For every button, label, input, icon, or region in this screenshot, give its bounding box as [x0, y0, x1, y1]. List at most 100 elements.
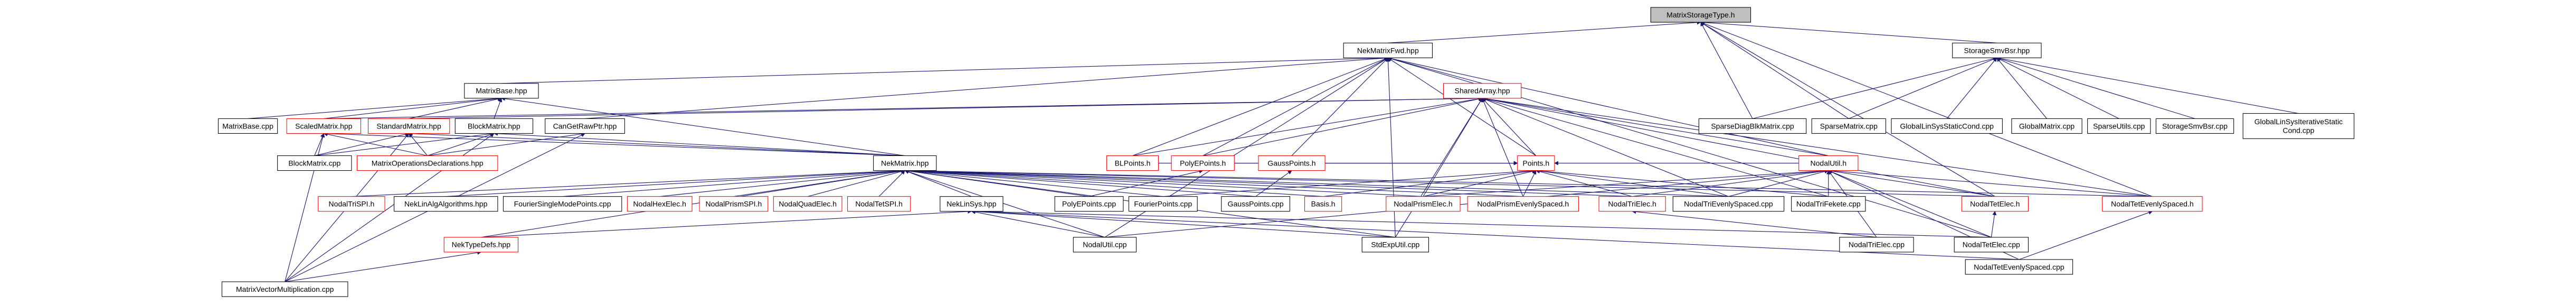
node-nodalprismspi[interactable]: NodalPrismSPI.h [699, 196, 769, 212]
node-nodaltetspi[interactable]: NodalTetSPI.h [847, 196, 911, 212]
node-nodalutil_cpp[interactable]: NodalUtil.cpp [1073, 237, 1137, 253]
edge-sparsediag-to-root [1700, 22, 1753, 119]
node-label: StandardMatrix.hpp [376, 122, 441, 130]
node-box [221, 281, 348, 297]
node-nodaltetevenly_cpp[interactable]: NodalTetEvenlySpaced.cpp [1965, 259, 2073, 275]
node-nekmatrixfwd[interactable]: NekMatrixFwd.hpp [1343, 42, 1433, 58]
node-box [443, 237, 518, 253]
node-basis[interactable]: Basis.h [1304, 196, 1342, 212]
node-label: NodalPrismElec.h [1394, 200, 1452, 208]
node-neklinalg[interactable]: NekLinAlgAlgorithms.hpp [394, 196, 498, 212]
edge-nodaltetevenly_h-to-sharedarray [1482, 96, 2153, 197]
edge-nekmatrix-to-blockmatrix_hpp [494, 131, 905, 156]
node-nodaltrispi[interactable]: NodalTriSPI.h [318, 196, 385, 212]
edge-nodalquadelec-to-nekmatrix [808, 169, 905, 197]
node-neklinsys[interactable]: NekLinSys.hpp [940, 196, 1003, 212]
node-gausspoints_h[interactable]: GaussPoints.h [1258, 155, 1325, 171]
node-label: NodalTriElec.h [1608, 200, 1656, 208]
node-globallinsyscond[interactable]: GlobalLinSysStaticCond.cpp [1891, 118, 2003, 134]
node-blockmatrix_hpp[interactable]: BlockMatrix.hpp [454, 118, 534, 134]
node-nodaltrievenly_cpp[interactable]: NodalTriEvenlySpaced.cpp [1672, 196, 1785, 212]
edge-nektypedefs-to-nekmatrix [481, 169, 906, 238]
node-nodaltetelec_h[interactable]: NodalTetElec.h [1961, 196, 2029, 212]
node-storagesmvbsr_cpp[interactable]: StorageSmvBsr.cpp [2155, 118, 2234, 134]
edge-nodaltrievenly_cpp-to-nekmatrix [904, 168, 1729, 197]
node-label: SharedArray.hpp [1455, 87, 1510, 95]
node-box [1954, 237, 2029, 253]
node-label: NekMatrix.hpp [881, 159, 929, 167]
node-storagesmvbsr[interactable]: StorageSmvBsr.hpp [1952, 42, 2042, 58]
node-label: StorageSmvBsr.hpp [1964, 46, 2030, 54]
node-nodaltetelec_cpp[interactable]: NodalTetElec.cpp [1954, 237, 2029, 253]
node-box [1386, 196, 1461, 212]
node-scaledmatrix[interactable]: ScaledMatrix.hpp [286, 118, 361, 134]
edge-nodalhexelec-to-nekmatrix [659, 169, 906, 197]
node-nodaltrifekete[interactable]: NodalTriFekete.cpp [1791, 196, 1866, 212]
edge-blockmatrix_hpp-to-matrixbase_hpp [494, 98, 503, 119]
node-nodalquadelec[interactable]: NodalQuadElec.h [773, 196, 842, 212]
node-label: NodalTriElec.cpp [1849, 241, 1905, 249]
node-blpoints[interactable]: BLPoints.h [1106, 155, 1159, 171]
node-label: PolyEPoints.cpp [1062, 200, 1116, 208]
node-points[interactable]: Points.h [1517, 155, 1555, 171]
node-label: NodalQuadElec.h [779, 200, 837, 208]
node-box [847, 196, 911, 212]
node-box [1106, 155, 1159, 171]
node-box [356, 155, 498, 171]
edge-sparsematrix-to-storagesmvbsr [1849, 57, 1997, 119]
edge-nodaltetelec_h-to-root [1700, 22, 1995, 197]
edge-nodalutil_h-to-sharedarray [1482, 97, 1829, 156]
edge-nodaltrievenly_cpp-to-points [1536, 169, 1729, 197]
edge-nodalprismevenly-to-points [1522, 170, 1537, 197]
node-matrixbase_hpp[interactable]: MatrixBase.hpp [464, 83, 539, 99]
node-label: SparseUtils.cpp [2093, 122, 2145, 130]
node-box [545, 118, 625, 134]
edge-nodalutil_cpp-to-neklinsys [971, 210, 1105, 238]
node-box [1517, 155, 1555, 171]
edge-nodaltetelec_cpp-to-neklinsys [971, 209, 1992, 238]
node-matrixvector[interactable]: MatrixVectorMultiplication.cpp [221, 281, 348, 297]
node-blockmatrix_cpp[interactable]: BlockMatrix.cpp [277, 155, 352, 171]
edge-polyepoints_cpp-to-polyepoints_h [1088, 169, 1204, 197]
node-box [1467, 196, 1579, 212]
edge-fourierpoints-to-points [1163, 169, 1537, 197]
node-polyepoints_cpp[interactable]: PolyEPoints.cpp [1054, 196, 1124, 212]
node-box [1361, 237, 1429, 253]
node-nekmatrix[interactable]: NekMatrix.hpp [873, 155, 937, 171]
node-box [2155, 118, 2234, 134]
node-sparsematrix[interactable]: SparseMatrix.cpp [1811, 118, 1886, 134]
node-nodaltrielec_h[interactable]: NodalTriElec.h [1598, 196, 1666, 212]
node-nodalprismevenly[interactable]: NodalPrismEvenlySpaced.h [1467, 196, 1579, 212]
edge-nodalprismevenly-to-sharedarray [1482, 98, 1523, 197]
node-globalmatrix[interactable]: GlobalMatrix.cpp [2011, 118, 2082, 134]
node-nodalhexelec[interactable]: NodalHexElec.h [627, 196, 693, 212]
node-fouriersingle[interactable]: FourierSingleModePoints.cpp [503, 196, 622, 212]
node-standardmatrix[interactable]: StandardMatrix.hpp [367, 118, 450, 134]
node-nodaltrielec_cpp[interactable]: NodalTriElec.cpp [1839, 237, 1914, 253]
node-nodalprismelec[interactable]: NodalPrismElec.h [1386, 196, 1461, 212]
node-box [1073, 237, 1137, 253]
node-box [699, 196, 769, 212]
node-nodalutil_h[interactable]: NodalUtil.h [1798, 155, 1859, 171]
node-stdexputil[interactable]: StdExpUtil.cpp [1361, 237, 1429, 253]
node-box [1221, 196, 1291, 212]
node-cangetrawptr[interactable]: CanGetRawPtr.hpp [545, 118, 625, 134]
node-sparseutils[interactable]: SparseUtils.cpp [2087, 118, 2151, 134]
node-matrixbase_cpp[interactable]: MatrixBase.cpp [217, 118, 278, 134]
node-nodaltetevenly_h[interactable]: NodalTetEvenlySpaced.h [2102, 196, 2203, 212]
node-matrixopdecl[interactable]: MatrixOperationsDeclarations.hpp [356, 155, 498, 171]
node-sharedarray[interactable]: SharedArray.hpp [1443, 83, 1522, 99]
node-box [627, 196, 693, 212]
node-fourierpoints[interactable]: FourierPoints.cpp [1128, 196, 1198, 212]
node-box [1839, 237, 1914, 253]
node-label: NodalTetEvenlySpaced.cpp [1974, 263, 2064, 271]
node-gausspoints_cpp[interactable]: GaussPoints.cpp [1221, 196, 1291, 212]
node-label: NodalTetElec.cpp [1963, 241, 2020, 249]
node-nektypedefs[interactable]: NekTypeDefs.hpp [443, 237, 518, 253]
node-polyepoints_h[interactable]: PolyEPoints.h [1171, 155, 1235, 171]
node-sparsediag[interactable]: SparseDiagBlkMatrix.cpp [1698, 118, 1807, 134]
edge-nekmatrixfwd-to-root [1388, 20, 1701, 43]
edge-nodalutil_cpp-to-nekmatrix [904, 170, 1105, 238]
node-box [1128, 196, 1198, 212]
